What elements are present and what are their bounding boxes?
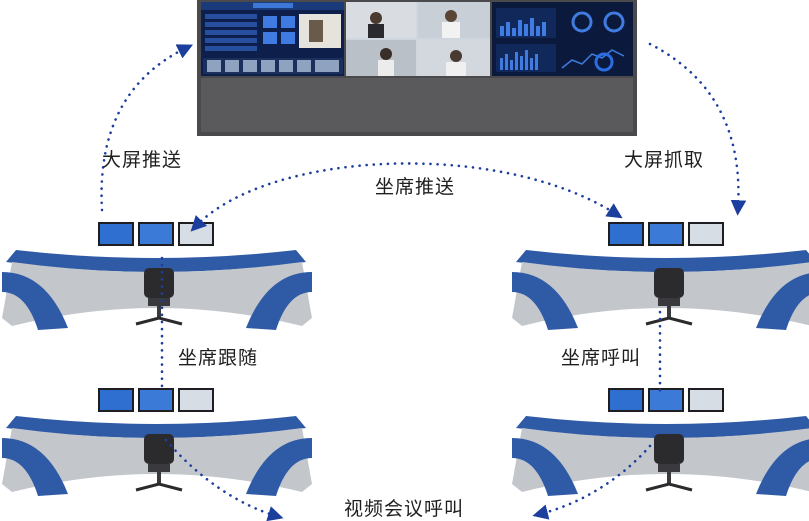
arrow-big-screen-grab <box>648 42 747 216</box>
dashboard-right-graphic <box>495 8 625 72</box>
label-big-screen-grab: 大屏抓取 <box>624 149 705 171</box>
video-wall-lower-frame <box>201 78 633 132</box>
video-wall-screens <box>201 2 633 76</box>
video-wall <box>197 0 637 136</box>
arrow-big-screen-push <box>100 44 194 212</box>
label-big-screen-push: 大屏推送 <box>102 149 183 171</box>
label-seat-push: 坐席推送 <box>375 176 456 198</box>
arrow-seat-push <box>190 162 623 232</box>
label-seat-call: 坐席呼叫 <box>561 347 642 369</box>
video-grid-graphic <box>346 2 490 76</box>
wall-panel-video-grid <box>346 2 490 76</box>
seat-desk-top-left <box>0 220 314 332</box>
seat-desk-bottom-right <box>510 386 809 498</box>
wall-panel-dashboard-right <box>491 2 633 76</box>
seat-desk-top-right <box>510 220 809 332</box>
label-video-conference-call: 视频会议呼叫 <box>344 498 465 520</box>
wall-panel-dashboard-left <box>201 2 345 76</box>
arrow-video-conference-right <box>532 444 652 520</box>
dashboard-left-graphic <box>201 2 345 74</box>
label-seat-follow: 坐席跟随 <box>178 347 259 369</box>
seat-desk-bottom-left <box>0 386 314 498</box>
